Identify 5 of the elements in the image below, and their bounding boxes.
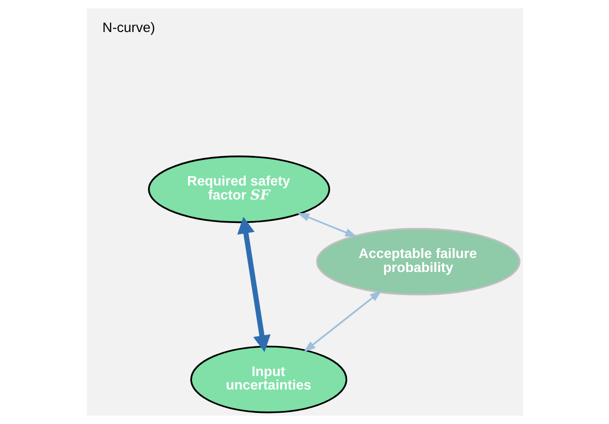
node-ellipse: Input uncertainties: [190, 346, 347, 414]
label: N-curve): [102, 20, 155, 36]
arrow: [236, 216, 270, 352]
arrow: [303, 290, 382, 352]
arrow: [296, 212, 357, 238]
